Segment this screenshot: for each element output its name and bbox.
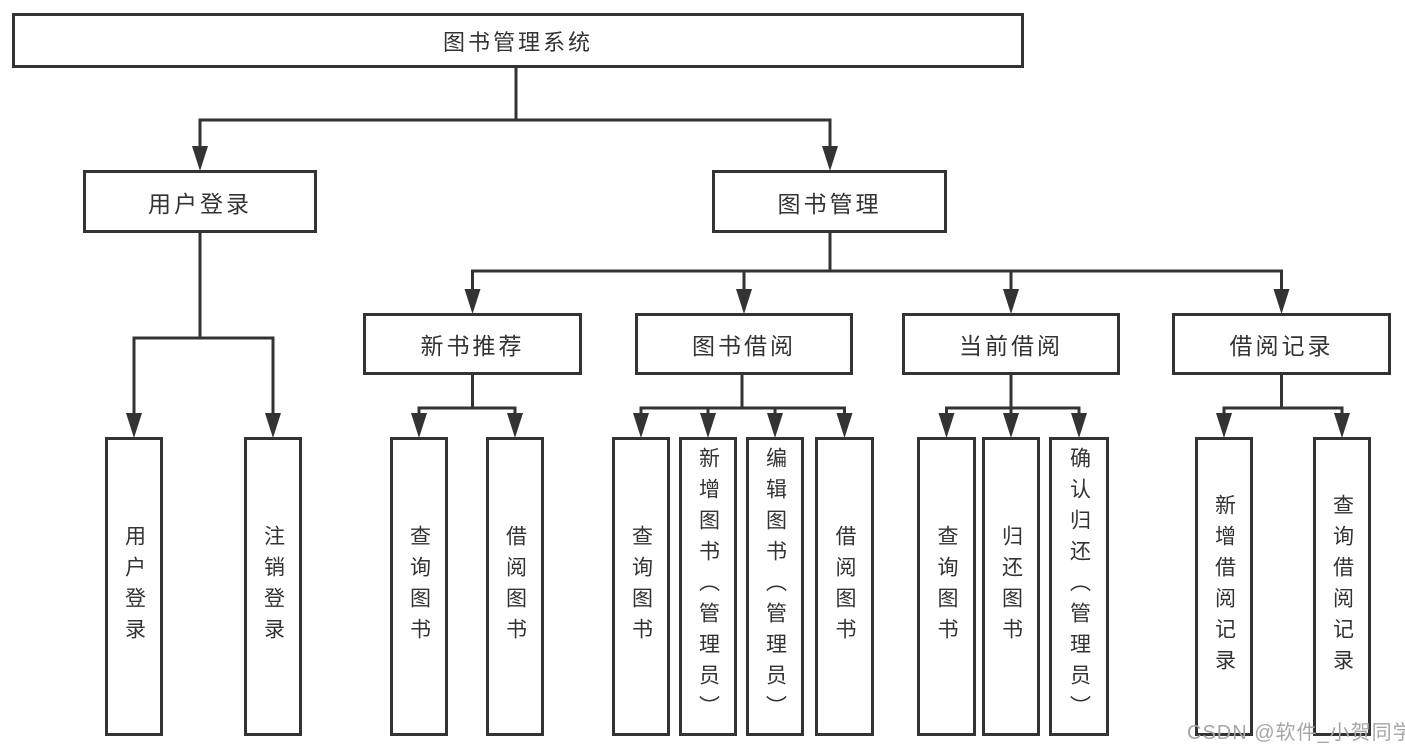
node-library-system: 图书管理系统	[12, 13, 1024, 68]
leaf-logout-login: 注销登录	[244, 437, 302, 736]
leaf-borrow-book-recommend: 借阅图书	[486, 437, 544, 736]
node-label: 用户登录	[148, 190, 252, 217]
node-borrow-records: 借阅记录	[1172, 313, 1391, 375]
node-user-login: 用户登录	[83, 170, 317, 233]
arrowhead	[507, 413, 523, 438]
leaf-label: 确认归还（管理员）	[1067, 447, 1091, 726]
leaf-label: 借阅图书	[833, 524, 856, 649]
leaf-edit-book-admin: 编辑图书（管理员）	[746, 437, 804, 736]
leaf-confirm-return-admin: 确认归还（管理员）	[1049, 437, 1109, 736]
leaf-label: 借阅图书	[503, 524, 527, 649]
leaf-query-borrow-record: 查询借阅记录	[1313, 437, 1371, 736]
leaf-label: 查询图书	[935, 524, 958, 649]
arrowhead	[126, 413, 142, 438]
leaf-label: 归还图书	[999, 524, 1023, 649]
node-label: 图书管理系统	[442, 29, 593, 55]
leaf-return-book: 归还图书	[982, 437, 1040, 736]
arrowhead	[822, 146, 838, 171]
arrowhead	[736, 289, 752, 314]
leaf-user-login: 用户登录	[105, 437, 163, 736]
csdn-watermark: CSDN @软件_小贺同学	[1187, 722, 1405, 744]
arrowhead	[265, 413, 281, 438]
leaf-label: 新增借阅记录	[1212, 493, 1236, 680]
node-book-borrow: 图书借阅	[635, 313, 853, 375]
node-label: 借阅记录	[1229, 333, 1334, 359]
node-current-borrow: 当前借阅	[902, 313, 1120, 375]
node-new-book-recommend: 新书推荐	[363, 313, 582, 375]
leaf-label: 查询图书	[407, 524, 431, 649]
arrowhead	[1273, 289, 1290, 314]
arrowhead	[700, 413, 716, 438]
arrowhead	[1334, 413, 1350, 438]
arrowhead	[767, 413, 783, 438]
leaf-label: 编辑图书（管理员）	[763, 447, 787, 726]
leaf-label: 查询借阅记录	[1330, 493, 1354, 680]
arrowhead	[411, 413, 427, 438]
arrowhead	[1216, 413, 1232, 438]
arrowhead	[464, 289, 481, 314]
leaf-label: 注销登录	[261, 524, 285, 649]
arrowhead	[836, 413, 853, 438]
leaf-label: 新增图书（管理员）	[696, 447, 720, 726]
arrowhead	[1071, 413, 1087, 438]
node-label: 图书管理	[777, 190, 882, 217]
leaf-query-book-current: 查询图书	[917, 437, 976, 736]
leaf-add-book-admin: 新增图书（管理员）	[679, 437, 737, 736]
leaf-query-book-borrow: 查询图书	[612, 437, 670, 736]
node-label: 图书借阅	[692, 333, 796, 359]
arrowhead	[1003, 289, 1019, 314]
leaf-add-borrow-record: 新增借阅记录	[1195, 437, 1253, 736]
node-label: 当前借阅	[959, 333, 1063, 359]
node-book-management: 图书管理	[712, 170, 947, 233]
node-label: 新书推荐	[420, 333, 525, 359]
leaf-label: 查询图书	[629, 524, 653, 649]
leaf-borrow-book: 借阅图书	[815, 437, 874, 736]
leaf-label: 用户登录	[122, 524, 146, 649]
arrowhead	[938, 413, 955, 438]
arrowhead	[1003, 413, 1019, 438]
leaf-query-book-recommend: 查询图书	[390, 437, 448, 736]
arrowhead	[192, 146, 208, 171]
arrowhead	[633, 413, 649, 438]
